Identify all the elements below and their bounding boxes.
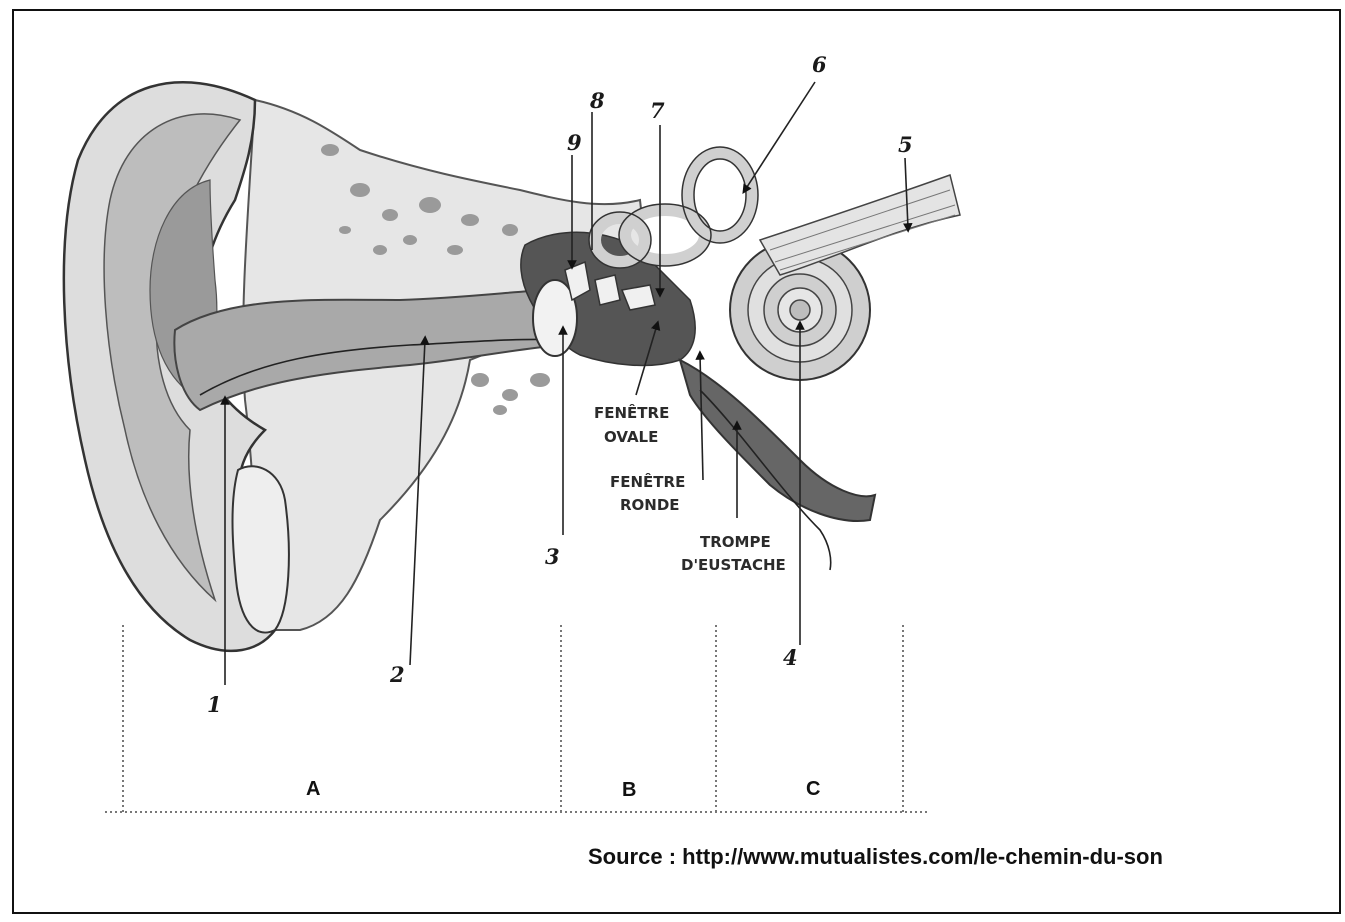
source-caption: Source : http://www.mutualistes.com/le-c…	[588, 844, 1163, 870]
leader-6	[745, 82, 815, 190]
label-1: 1	[207, 692, 222, 717]
trompe-line2: D'EUSTACHE	[681, 556, 786, 574]
fenetre-ronde-line2: RONDE	[620, 496, 680, 514]
label-5: 5	[898, 132, 913, 157]
section-b-label: B	[622, 779, 636, 801]
label-3: 3	[545, 544, 560, 569]
label-4: 4	[783, 645, 798, 670]
section-brackets	[105, 625, 928, 812]
auditory-nerve	[760, 175, 960, 275]
section-c-label: C	[806, 778, 820, 800]
eustachian-tube	[680, 360, 875, 521]
fenetre-ovale-line2: OVALE	[604, 428, 658, 446]
section-a-label: A	[306, 778, 320, 800]
label-6: 6	[812, 52, 827, 77]
label-7: 7	[650, 98, 665, 123]
ear-lobe	[233, 466, 289, 632]
label-8: 8	[589, 88, 605, 113]
label-2: 2	[389, 662, 405, 687]
fenetre-ovale-line1: FENÊTRE	[594, 403, 669, 422]
label-9: 9	[567, 130, 582, 155]
fenetre-ronde-line1: FENÊTRE	[610, 472, 685, 491]
trompe-line1: TROMPE	[700, 533, 771, 551]
